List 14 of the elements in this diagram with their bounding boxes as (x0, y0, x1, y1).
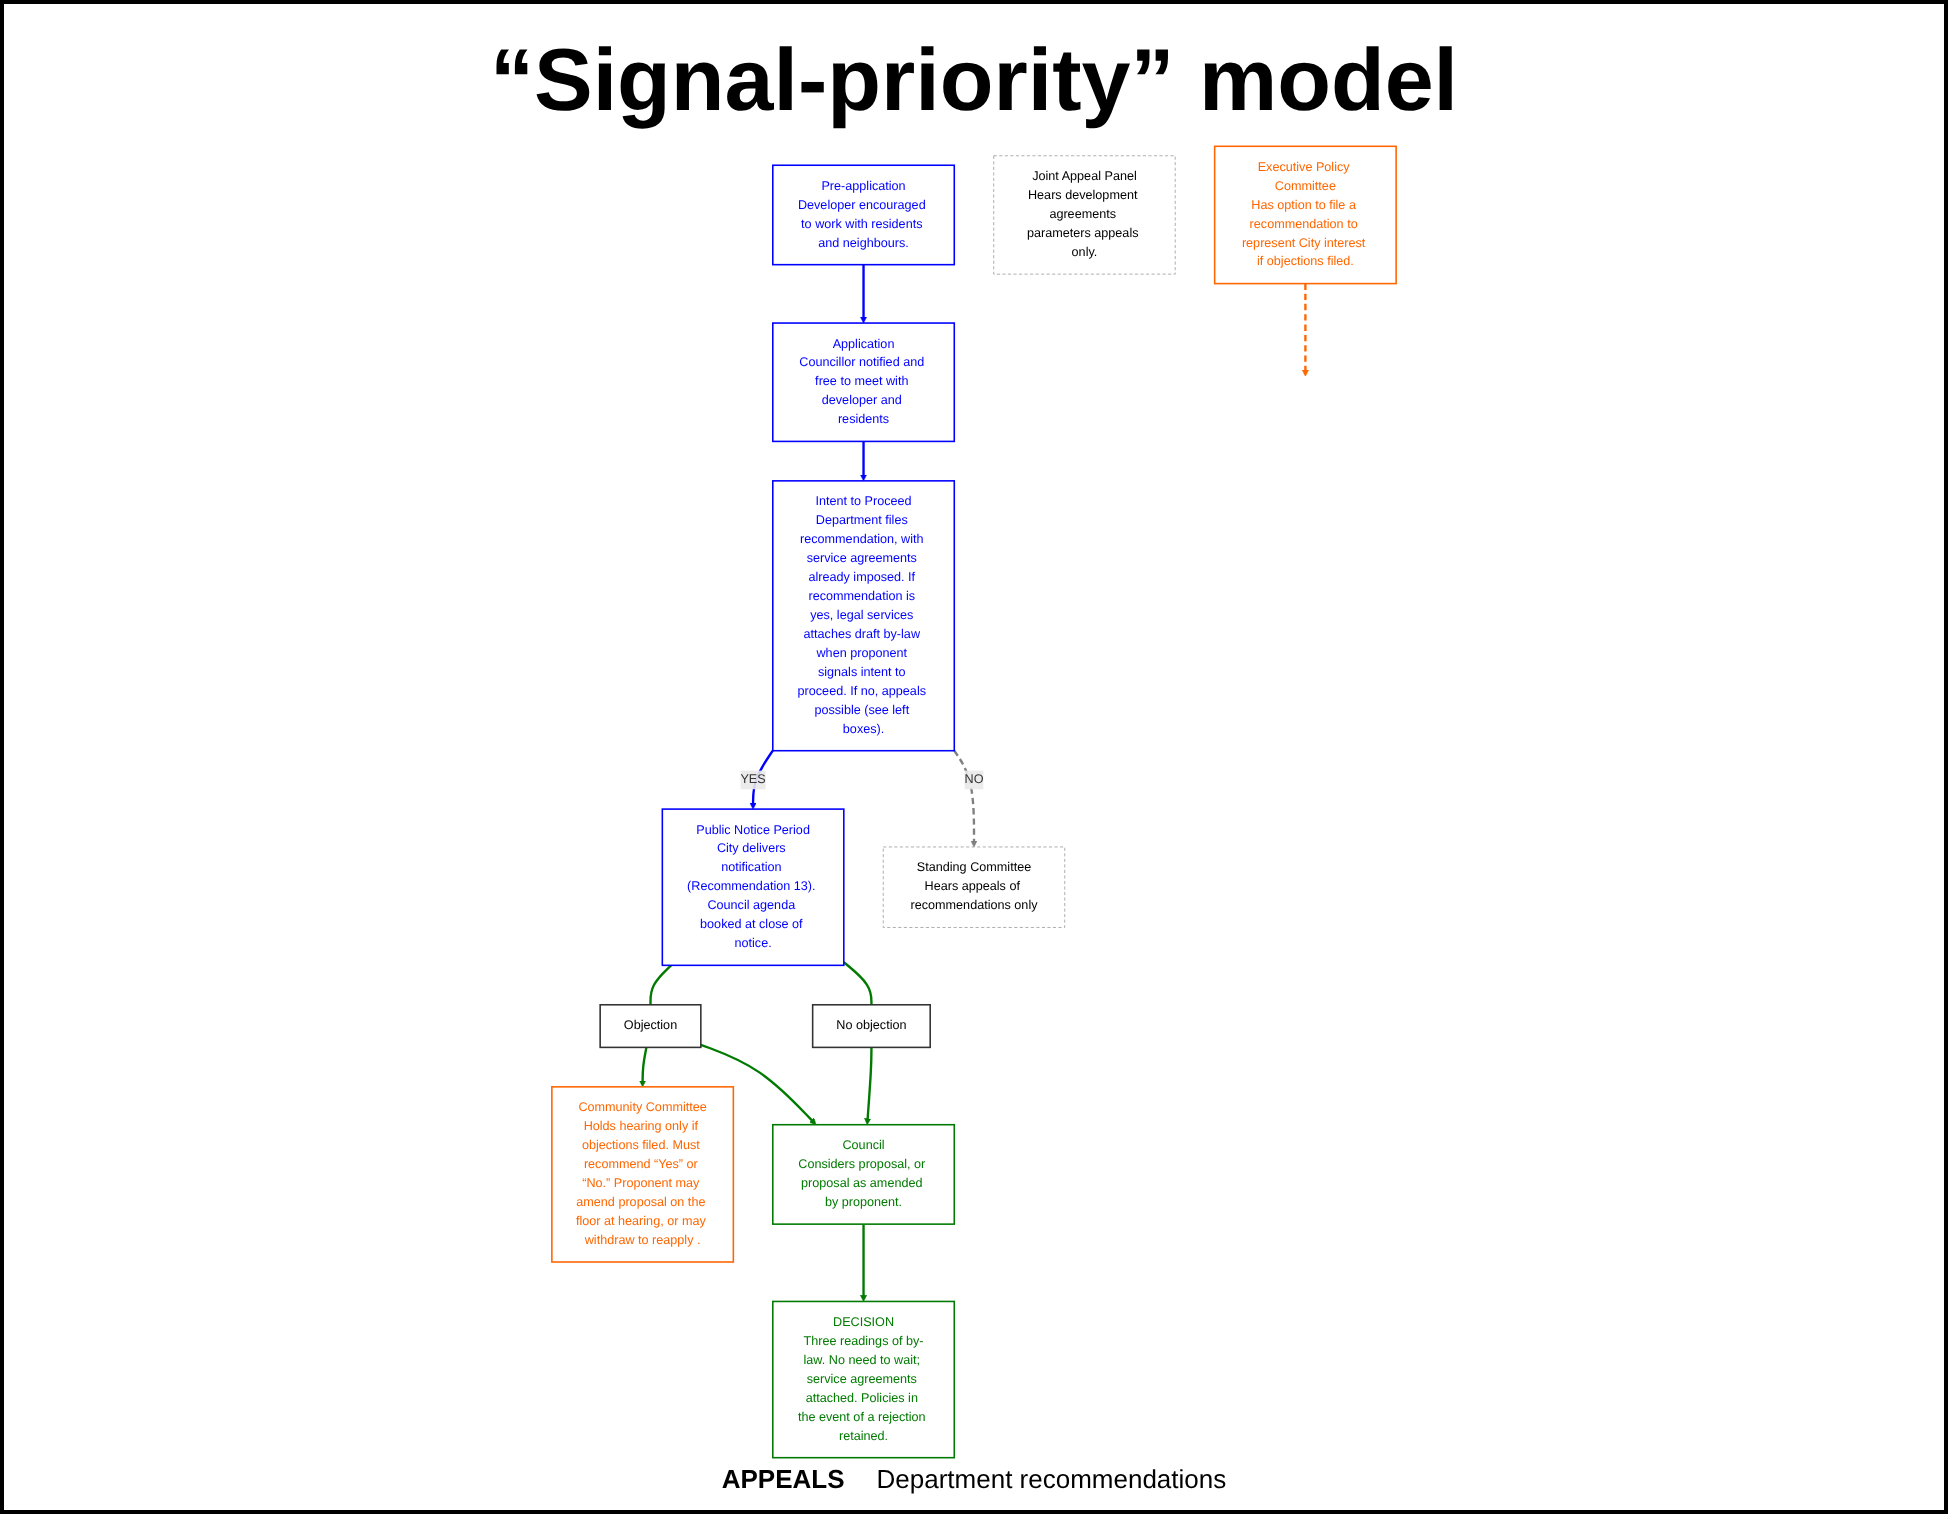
arrow (700, 1043, 817, 1126)
title: “Signal-priority” model (489, 32, 1459, 132)
arrow (864, 1047, 873, 1126)
arrow (749, 749, 774, 810)
arrow (639, 1047, 648, 1088)
note-text: Department recommendations (876, 1464, 1227, 1494)
arrow (953, 749, 978, 848)
arrow (860, 264, 867, 324)
connector (649, 964, 672, 1005)
arrow (1301, 283, 1309, 377)
connector (843, 961, 873, 1005)
arrow (860, 441, 867, 482)
appeals-heading: APPEALS (721, 1464, 845, 1494)
arrow (860, 1224, 867, 1302)
